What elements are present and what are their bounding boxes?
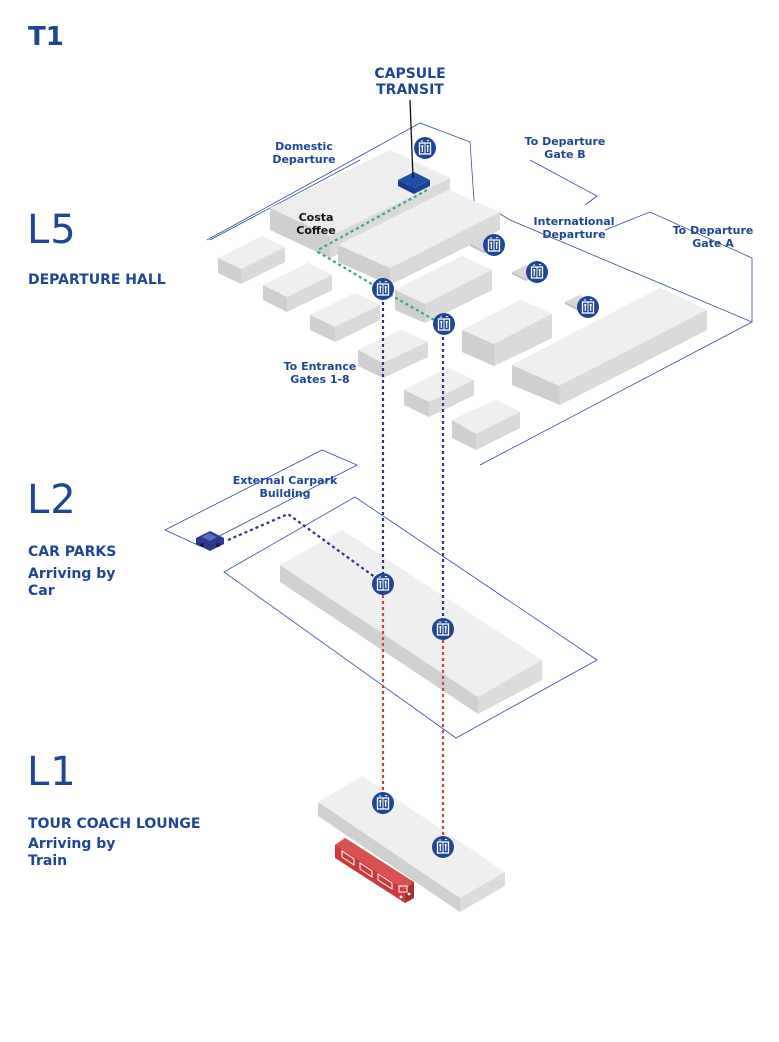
level-subtitle: Arriving by Train xyxy=(28,836,116,869)
external-carpark-label: External Carpark Building xyxy=(232,474,338,500)
level-code: L1 xyxy=(27,749,77,795)
lift-icon[interactable] xyxy=(576,295,600,319)
domestic-departure-label: Domestic Departure xyxy=(272,140,336,166)
car-icon xyxy=(196,531,224,551)
lift-icon[interactable] xyxy=(432,312,456,336)
level-name: TOUR COACH LOUNGE xyxy=(28,816,201,832)
level-code: L2 xyxy=(27,477,77,523)
lift-icon[interactable] xyxy=(525,260,549,284)
capsule-pointer xyxy=(409,99,414,179)
level-subtitle: Arriving by Car xyxy=(28,566,116,599)
l2-floor-outline xyxy=(164,449,598,739)
gate-b-label: To Departure Gate B xyxy=(524,135,606,161)
lift-icon[interactable] xyxy=(413,136,437,160)
costa-coffee-label: Costa Coffee xyxy=(296,211,336,237)
train-icon xyxy=(335,838,414,903)
lift-icon[interactable] xyxy=(431,617,455,641)
lift-icon[interactable] xyxy=(371,791,395,815)
lift-icon[interactable] xyxy=(371,277,395,301)
lift-icon[interactable] xyxy=(431,835,455,859)
l5-buildings xyxy=(218,150,707,450)
route-green xyxy=(316,189,444,326)
gate-a-label: To Departure Gate A xyxy=(672,224,754,250)
l1-building xyxy=(318,776,505,912)
terminal-title: T1 xyxy=(28,22,64,52)
lift-icon[interactable] xyxy=(482,233,506,257)
route-navy xyxy=(227,290,445,628)
level-name: CAR PARKS xyxy=(28,544,117,560)
lift-icon[interactable] xyxy=(371,572,395,596)
international-departure-label: International Departure xyxy=(533,215,615,241)
capsule-transit-label: CAPSULE TRANSIT xyxy=(374,66,446,98)
route-red xyxy=(381,583,445,846)
level-name: DEPARTURE HALL xyxy=(28,272,166,288)
l2-building xyxy=(280,530,542,714)
level-code: L5 xyxy=(27,207,77,253)
entrance-gates-label: To Entrance Gates 1-8 xyxy=(283,360,357,386)
